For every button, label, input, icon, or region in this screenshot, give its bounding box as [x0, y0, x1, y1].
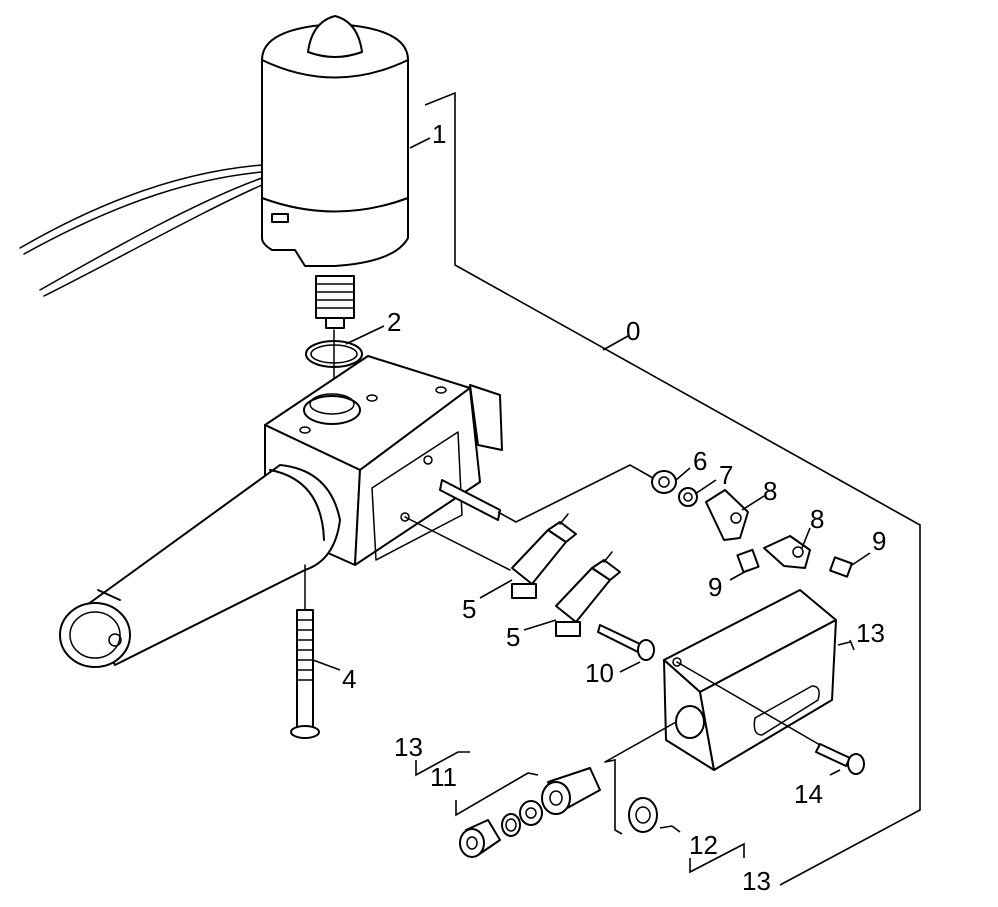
- callout-13b: 13: [394, 732, 423, 762]
- part-5-switch-a: [404, 513, 577, 599]
- callout-7: 7: [719, 460, 733, 490]
- callouts: 1 2 0 6 7 8 8 9 9 5 5 4 10 13 13 11 14 1…: [342, 119, 886, 896]
- callout-4: 4: [342, 664, 356, 694]
- callout-13a: 13: [856, 618, 885, 648]
- callout-14: 14: [794, 779, 823, 809]
- leader-lines: [312, 137, 871, 874]
- part-9-grub-a: [736, 548, 760, 574]
- part-5-switch-b: [555, 551, 621, 637]
- part-11-fittings: [459, 721, 677, 858]
- part-10-screw: [597, 624, 655, 661]
- callout-5b: 5: [506, 622, 520, 652]
- part-4-long-screw: [290, 564, 320, 739]
- part-8-cam-a: [705, 489, 749, 541]
- callout-9a: 9: [708, 572, 722, 602]
- callout-10: 10: [585, 658, 614, 688]
- part-8-cam-b: [763, 535, 811, 569]
- assembly-bracket-0: [424, 91, 921, 886]
- callout-5a: 5: [462, 594, 476, 624]
- callout-8a: 8: [763, 476, 777, 506]
- valve-housing: [59, 355, 503, 668]
- part-13-cover: [663, 589, 855, 771]
- part-9-grub-b: [829, 556, 853, 578]
- callout-11: 11: [430, 762, 457, 792]
- callout-13c: 13: [742, 866, 771, 896]
- part-7-washer: [678, 487, 698, 507]
- part-6-washer: [497, 464, 677, 523]
- callout-9b: 9: [872, 526, 886, 556]
- callout-8b: 8: [810, 504, 824, 534]
- part-14-screw: [676, 661, 865, 775]
- part-1-motor: [19, 15, 409, 329]
- callout-6: 6: [693, 446, 707, 476]
- callout-2: 2: [387, 307, 401, 337]
- callout-12: 12: [689, 830, 718, 860]
- part-12-nut: [604, 759, 681, 835]
- callout-1: 1: [432, 119, 446, 149]
- callout-0: 0: [626, 316, 640, 346]
